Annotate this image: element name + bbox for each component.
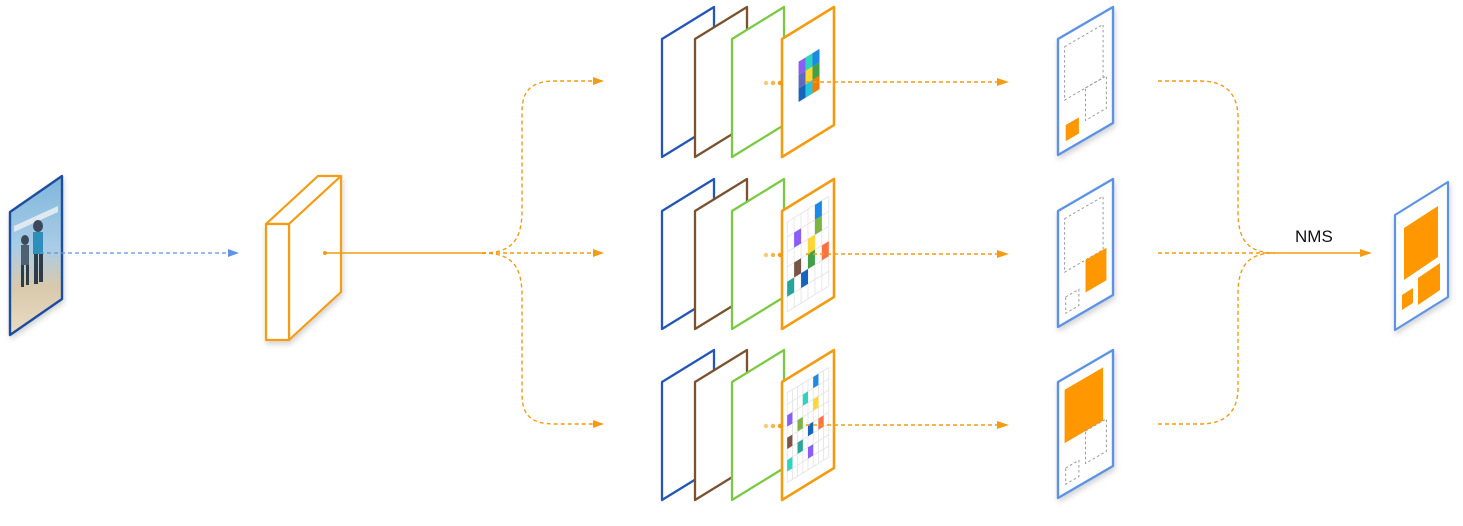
result-frame <box>1056 177 1115 329</box>
feature-cell <box>813 396 819 411</box>
final-detections-icon <box>1393 180 1450 332</box>
stack-dot <box>770 80 776 86</box>
detection-results <box>1056 5 1115 500</box>
stack-dot <box>763 80 769 86</box>
feature-cell <box>821 241 829 261</box>
feature-cell <box>802 391 808 406</box>
branch-middle-arrowhead <box>593 249 604 257</box>
candidate-box <box>1085 74 1107 122</box>
branch-top-arrowhead <box>593 77 604 85</box>
feature-cell <box>808 444 814 459</box>
stack-dot <box>763 252 769 258</box>
detected-box <box>1085 247 1107 293</box>
feature-cell <box>801 268 808 289</box>
result-frame <box>1056 5 1115 157</box>
detection-result-icon <box>1056 177 1115 329</box>
grid-line <box>786 285 830 312</box>
feature-map-stack-icon <box>660 5 1009 159</box>
stack-dot <box>777 423 783 429</box>
stack-dot <box>770 423 776 429</box>
feature-cell <box>794 228 802 248</box>
final-box-small <box>1402 288 1413 310</box>
stack-dot <box>777 252 783 258</box>
grid-line <box>786 456 830 483</box>
nms-label: NMS <box>1295 227 1333 246</box>
feature-cell <box>814 215 822 235</box>
feature-cell <box>813 373 819 389</box>
stack-dot <box>777 80 783 86</box>
feature-cell <box>812 62 820 81</box>
feature-cell <box>798 57 806 76</box>
feature-cell <box>812 49 820 67</box>
branch-to-result-arrowhead <box>997 421 1009 429</box>
feature-cell <box>805 66 813 85</box>
backbone-branch-connector <box>323 80 594 425</box>
feature-cell <box>787 412 793 427</box>
branch-to-result-arrowhead <box>997 250 1009 258</box>
feature-cell <box>818 415 824 430</box>
candidate-box <box>1064 23 1104 101</box>
stack-dot <box>770 252 776 258</box>
feature-cell <box>798 70 806 89</box>
feature-cell <box>787 457 793 472</box>
final-box-medium <box>1418 263 1440 305</box>
detected-box <box>1065 117 1079 142</box>
candidate-box <box>1064 195 1104 273</box>
nms-arrowhead <box>1360 249 1372 257</box>
feature-cell <box>812 75 820 94</box>
candidate-box <box>1085 417 1107 465</box>
feature-cell <box>797 416 803 432</box>
grid-line <box>786 434 830 461</box>
feature-cell <box>787 277 795 297</box>
feature-grid <box>798 48 820 103</box>
feature-cell <box>805 53 813 71</box>
feature-cell <box>787 434 793 450</box>
candidate-box <box>1065 459 1080 486</box>
grid-line <box>786 367 830 394</box>
feature-grid <box>786 367 830 483</box>
feature-cell <box>798 84 806 102</box>
detection-result-icon <box>1056 5 1115 157</box>
detection-result-icon <box>1056 348 1115 500</box>
feature-grid <box>786 196 830 312</box>
feature-cell <box>794 258 802 278</box>
feature-map-stack-icon <box>660 177 1009 331</box>
feature-map-branches <box>660 5 1009 502</box>
input-to-backbone-arrow <box>40 249 239 257</box>
candidate-box <box>1065 288 1080 315</box>
feature-cell <box>808 234 815 254</box>
feature-block-icon <box>264 174 343 342</box>
branch-to-result-arrowhead <box>997 78 1009 86</box>
final-box-large <box>1404 206 1438 280</box>
feature-cell <box>805 80 813 98</box>
results-merge-connector <box>1158 80 1362 425</box>
feature-cell <box>797 439 803 454</box>
feature-map-stack-icon <box>660 348 1009 502</box>
surfer-figures <box>14 206 58 287</box>
stack-dot <box>763 423 769 429</box>
feature-cell <box>814 200 822 220</box>
detected-box <box>1064 367 1104 444</box>
input-image-icon <box>8 174 64 337</box>
branch-bottom-arrowhead <box>593 420 604 428</box>
